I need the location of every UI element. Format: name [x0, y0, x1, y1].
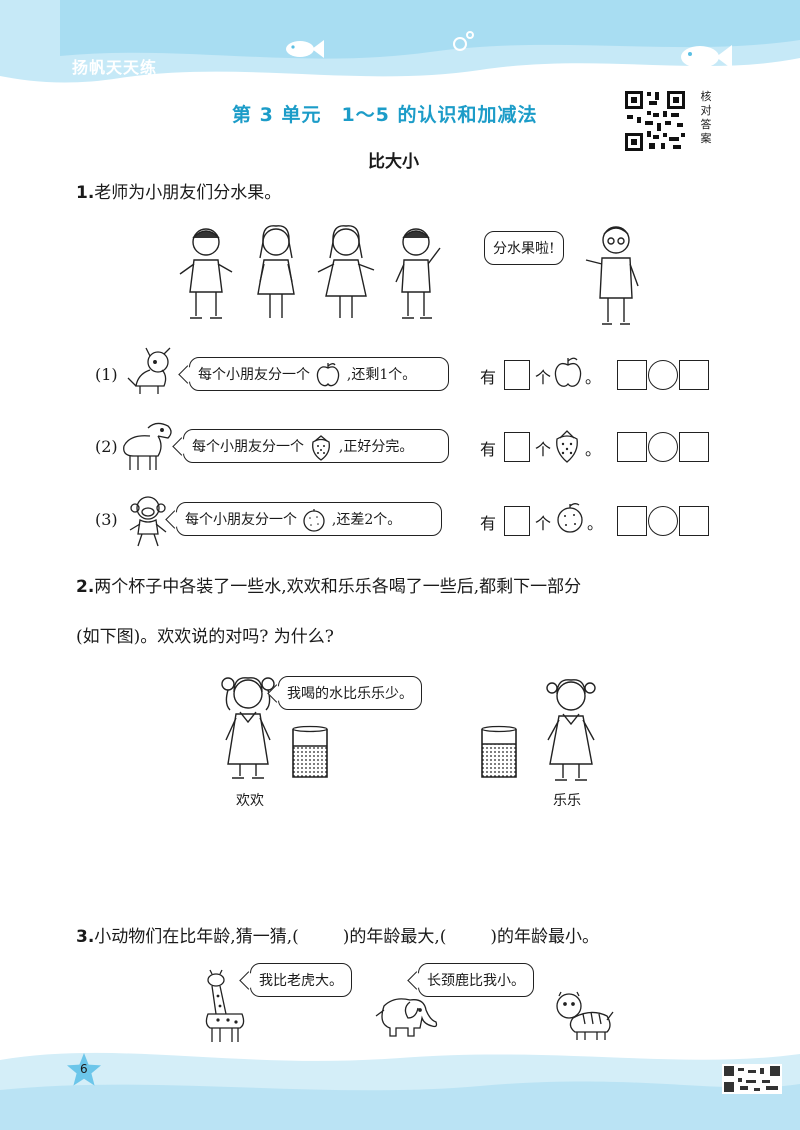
row-2-prefix: 有	[480, 440, 497, 459]
huanhuan-illustration	[221, 677, 275, 779]
question-number: 1.	[76, 183, 95, 203]
bubbles-icon	[453, 31, 474, 51]
row-3-answer-box[interactable]	[504, 506, 530, 536]
lele-illustration	[546, 679, 596, 781]
section-title: 比大小	[368, 152, 419, 172]
elephant-speech-bubble: 长颈鹿比我小。	[407, 963, 534, 997]
strawberry-icon	[556, 430, 578, 463]
children-illustration	[179, 225, 441, 319]
lele-name: 乐乐	[553, 793, 581, 809]
row-2-compare-left[interactable]	[617, 432, 647, 462]
footer-band	[0, 1052, 800, 1130]
huanhuan-speech-bubble: 我喝的水比乐乐少。	[267, 676, 422, 710]
elephant-illustration	[375, 998, 438, 1037]
cup-right	[481, 725, 517, 778]
header-band	[0, 0, 800, 83]
apple-icon	[317, 363, 340, 387]
page-star-icon	[67, 1053, 101, 1086]
teacher-speech-bubble: 分水果啦!	[484, 231, 564, 265]
row-3-speech-bubble: 每个小朋友分一个 ,还差2个。	[165, 502, 442, 536]
dog-icon	[127, 347, 171, 394]
row-1-label: (1)	[95, 365, 118, 384]
fish-icon	[286, 40, 324, 58]
row-3-compare-left[interactable]	[617, 506, 647, 536]
tiger-illustration	[556, 991, 614, 1040]
row-3-compare-symbol[interactable]	[648, 506, 678, 536]
question-3: 3.小动物们在比年龄,猜一猜,()的年龄最大,()的年龄最小。	[76, 927, 600, 947]
question-1: 1.老师为小朋友们分水果。	[76, 178, 281, 203]
teacher-illustration	[585, 226, 639, 325]
row-3-label: (3)	[95, 510, 118, 529]
page-title: 第 3 单元 1～5 的认识和加减法	[232, 104, 538, 126]
row-2-answer-box[interactable]	[504, 432, 530, 462]
giraffe-illustration	[205, 969, 245, 1042]
question-text-line-1: 两个杯子中各装了一些水,欢欢和乐乐各喝了一些后,都剩下一部分	[94, 577, 582, 597]
orange-icon	[557, 503, 583, 533]
question-text: 老师为小朋友们分水果。	[94, 183, 282, 203]
row-2-suffix: 个	[535, 440, 552, 459]
row-2-period: 。	[585, 440, 602, 459]
qr-code[interactable]	[623, 89, 687, 153]
row-2-compare-symbol[interactable]	[648, 432, 678, 462]
row-1-compare-symbol[interactable]	[648, 360, 678, 390]
orange-icon	[303, 509, 326, 532]
row-1-answer-box[interactable]	[504, 360, 530, 390]
row-2-compare-right[interactable]	[679, 432, 709, 462]
row-1-prefix: 有	[480, 368, 497, 387]
cup-left	[292, 725, 328, 778]
question-number: 2.	[76, 577, 95, 597]
row-1-compare-right[interactable]	[679, 360, 709, 390]
sheep-icon	[123, 422, 172, 470]
row-1-compare-left[interactable]	[617, 360, 647, 390]
apple-icon	[554, 357, 582, 387]
strawberry-icon	[312, 435, 331, 461]
row-3-period: 。	[587, 514, 604, 533]
footer-qr-code	[722, 1064, 782, 1094]
row-2-speech-bubble: 每个小朋友分一个 ,正好分完。	[172, 429, 449, 463]
huanhuan-name: 欢欢	[236, 793, 264, 809]
row-1-period: 。	[585, 368, 602, 387]
page-number: 6	[80, 1062, 88, 1076]
row-1-suffix: 个	[535, 368, 552, 387]
question-2: 2.两个杯子中各装了一些水,欢欢和乐乐各喝了一些后,都剩下一部分	[76, 572, 581, 597]
row-3-prefix: 有	[480, 514, 497, 533]
row-2-label: (2)	[95, 437, 118, 456]
monkey-icon	[129, 496, 167, 547]
qr-label: 核对答案	[700, 90, 712, 145]
question-number: 3.	[76, 927, 95, 947]
fish-icon-large	[681, 45, 732, 69]
row-3-suffix: 个	[535, 514, 552, 533]
question-2-line-2: (如下图)。欢欢说的对吗? 为什么?	[76, 627, 334, 647]
brand-logo: 扬帆天天练	[72, 58, 158, 77]
row-1-speech-bubble: 每个小朋友分一个 ,还剩1个。	[178, 357, 449, 391]
giraffe-speech-bubble: 我比老虎大。	[239, 963, 352, 997]
row-3-compare-right[interactable]	[679, 506, 709, 536]
